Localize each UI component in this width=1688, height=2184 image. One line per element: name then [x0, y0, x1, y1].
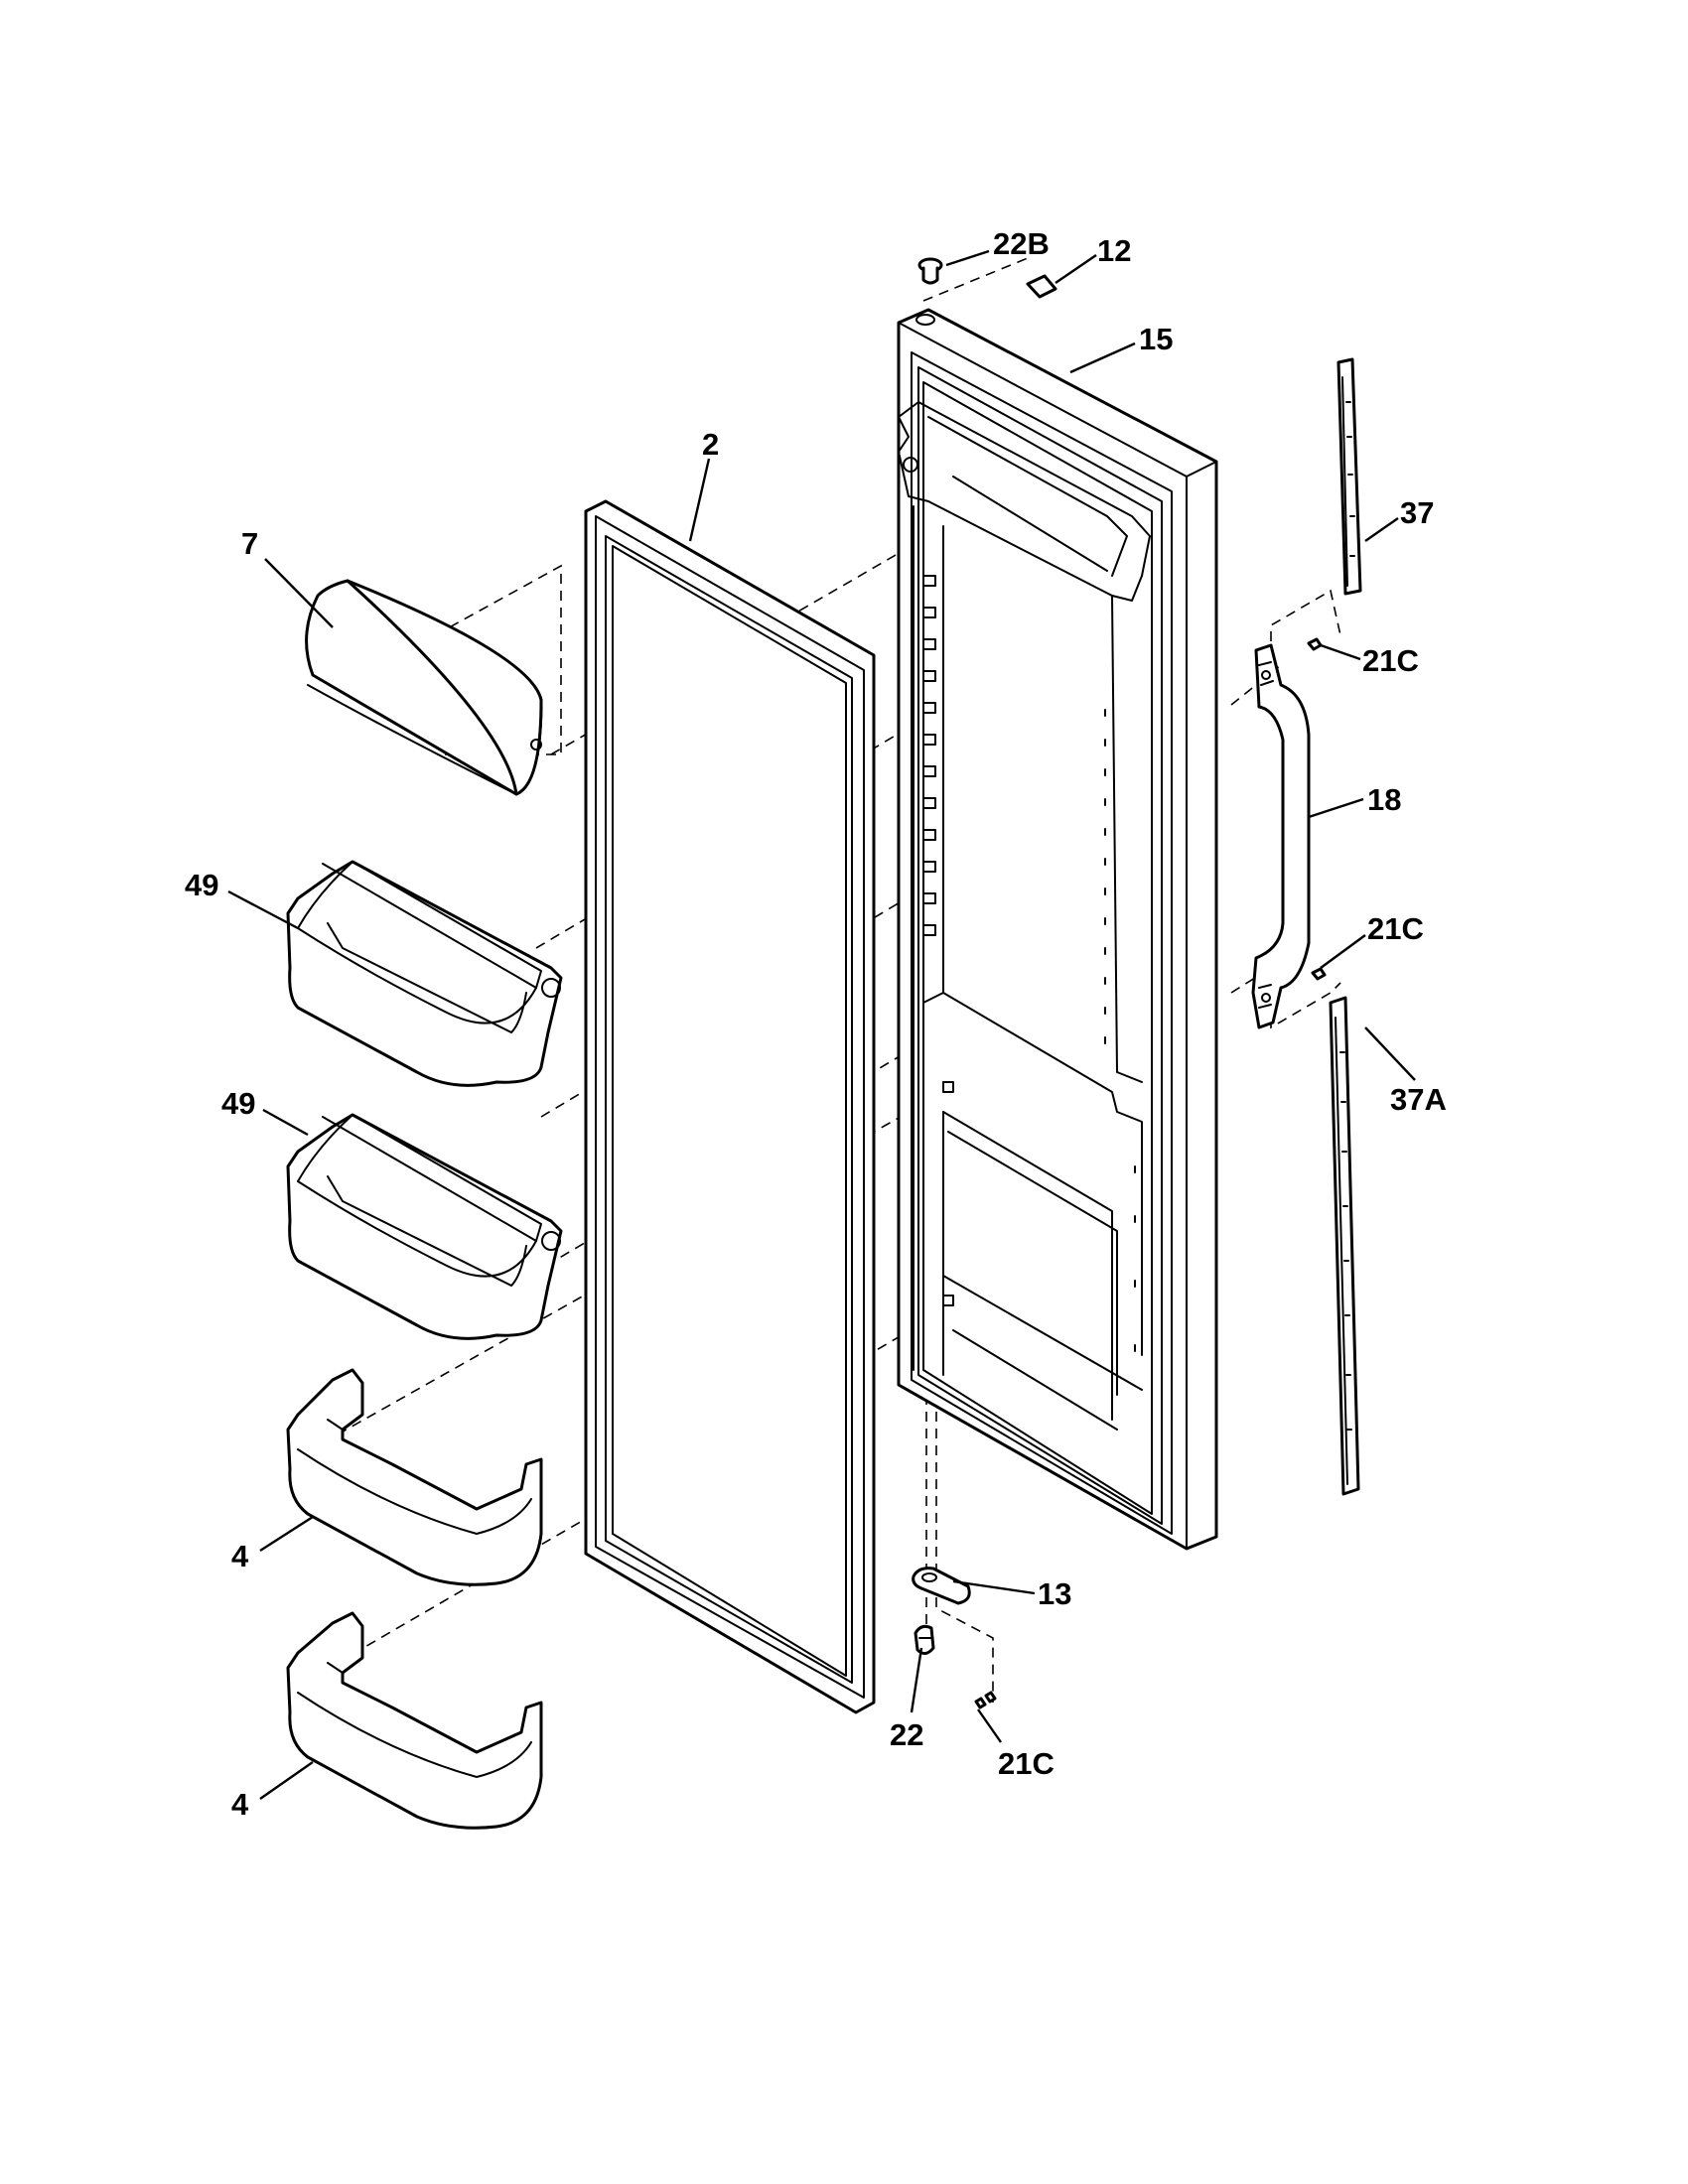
- part-37A-lower-handle-trim: [1329, 996, 1360, 1496]
- callout-15: 15: [1139, 322, 1173, 356]
- door-shelf-supports: [922, 575, 954, 1306]
- callout-21C-lower: 21C: [998, 1746, 1055, 1781]
- part-13-lower-hinge: [912, 1567, 971, 1605]
- part-15-door-assembly: [897, 308, 1218, 1551]
- part-49-upper-door-bin: [286, 860, 563, 1087]
- callout-37: 37: [1400, 495, 1434, 530]
- callout-leader-lines: [227, 249, 1416, 1800]
- callout-labels: 22B 12 15 2 7 37 21C 18 49 21C 49 37A 4 …: [185, 226, 1447, 1822]
- callout-21C-middle: 21C: [1367, 911, 1424, 946]
- callout-12: 12: [1097, 233, 1131, 268]
- callout-22B: 22B: [993, 226, 1050, 261]
- part-7-crisper-bin: [305, 579, 543, 796]
- part-12-hinge-cover: [1026, 274, 1057, 299]
- part-18-door-handle: [1251, 643, 1311, 1029]
- callout-2: 2: [702, 427, 719, 462]
- callout-21C-upper: 21C: [1362, 643, 1419, 678]
- part-2-door-gasket: [584, 499, 876, 1714]
- part-21C-screw-lower: [974, 1691, 997, 1709]
- callout-4-lower: 4: [231, 1787, 249, 1822]
- part-21C-screw-upper: [1307, 637, 1323, 651]
- part-49-lower-door-bin: [286, 1113, 563, 1340]
- callout-49-lower: 49: [221, 1086, 255, 1121]
- callout-4-upper: 4: [231, 1539, 249, 1573]
- callout-18: 18: [1367, 782, 1401, 817]
- part-4-upper-shallow-bin: [286, 1368, 543, 1586]
- part-4-lower-shallow-bin: [286, 1611, 543, 1830]
- callout-13: 13: [1038, 1576, 1071, 1611]
- door-rail-slots: [1104, 709, 1136, 1352]
- part-22-hinge-pin: [914, 1624, 935, 1655]
- part-37-upper-handle-trim: [1336, 357, 1362, 596]
- callout-49-upper: 49: [185, 868, 218, 902]
- part-22B-hinge-bushing: [917, 257, 943, 285]
- part-21C-screw-middle: [1311, 967, 1327, 981]
- callout-7: 7: [241, 526, 258, 561]
- callout-37A: 37A: [1390, 1082, 1447, 1117]
- callout-22: 22: [890, 1717, 923, 1752]
